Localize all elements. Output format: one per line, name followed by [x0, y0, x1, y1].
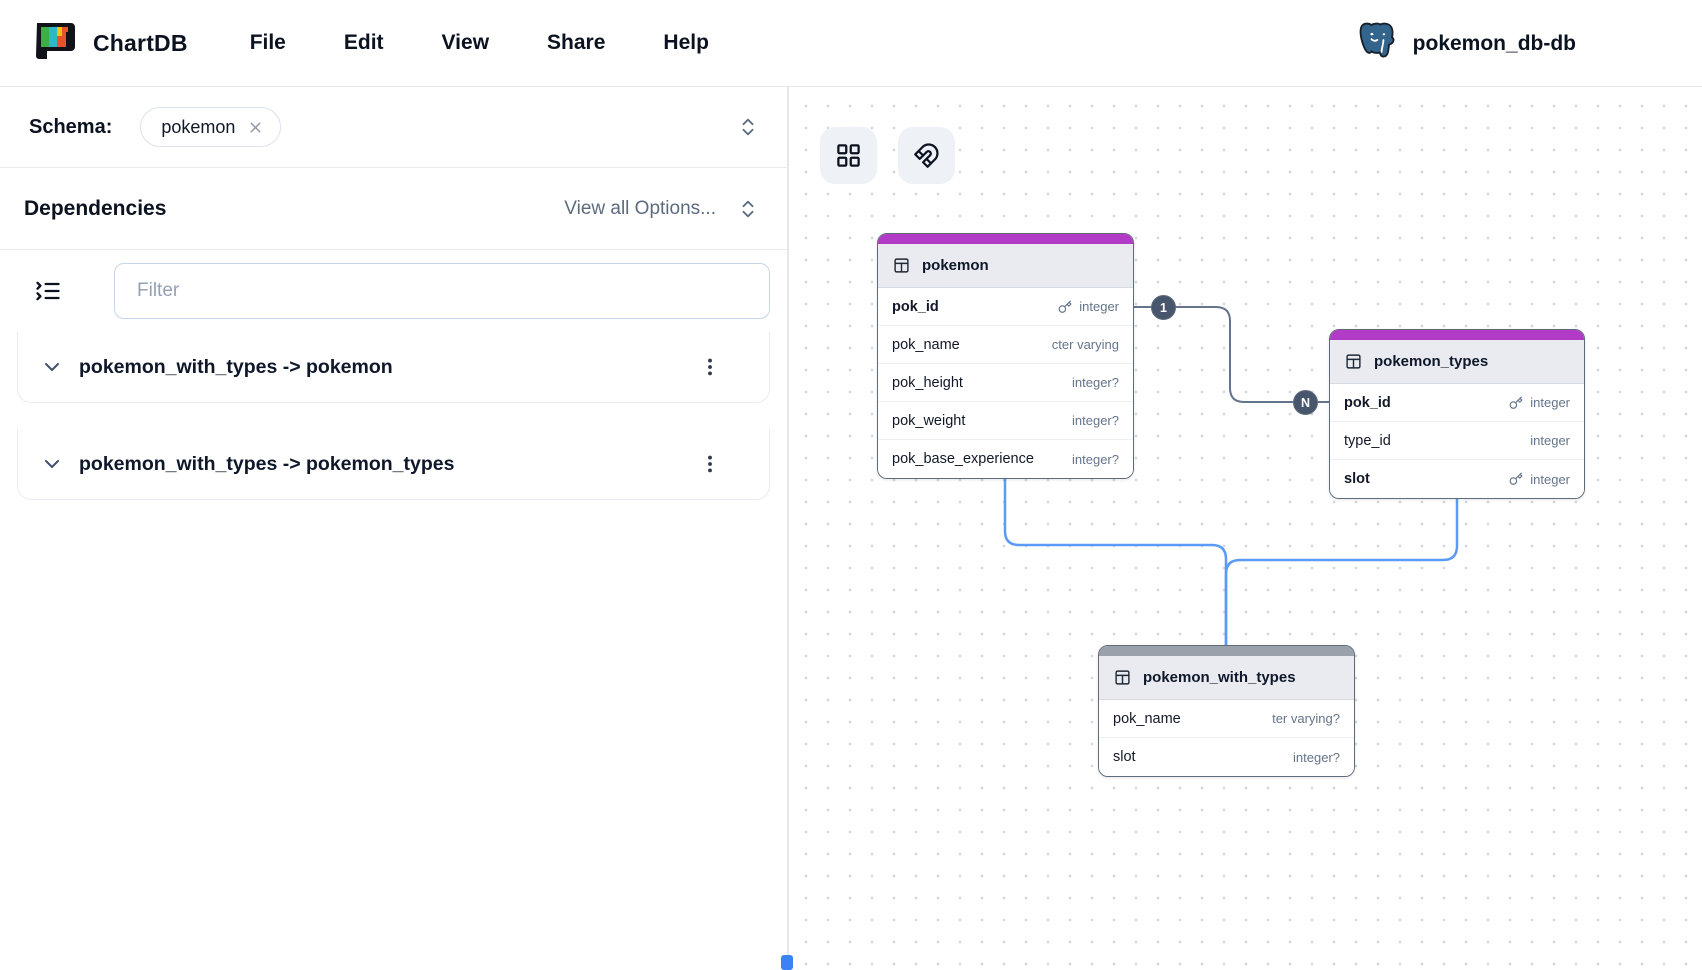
table-node-pokemon-types[interactable]: pokemon_types pok_id integer type_id int…: [1329, 329, 1585, 499]
field-name: pok_base_experience: [892, 451, 1034, 467]
menu-help[interactable]: Help: [663, 31, 709, 54]
menu-file[interactable]: File: [249, 31, 286, 54]
cardinality-badge-many: N: [1293, 390, 1318, 415]
magnet-icon: [914, 143, 939, 168]
menu-bar: File Edit View Share Help: [250, 31, 709, 55]
table-header[interactable]: pokemon: [878, 244, 1133, 288]
dependency-item[interactable]: pokemon_with_types -> pokemon_types: [17, 429, 770, 500]
dependencies-sidebar: Schema: pokemon Dependencies View all Op…: [0, 87, 787, 970]
table-icon: [1115, 670, 1130, 685]
dependency-item[interactable]: pokemon_with_types -> pokemon: [17, 332, 770, 403]
top-navbar: ChartDB File Edit View Share Help pokemo…: [0, 0, 1702, 87]
table-header[interactable]: pokemon_with_types: [1099, 656, 1354, 700]
diagram-name[interactable]: pokemon_db-db: [1412, 31, 1576, 55]
view-all-options-button[interactable]: View all Options...: [564, 197, 716, 219]
schema-chevrons-up-down-icon[interactable]: [737, 116, 759, 138]
table-node-pokemon-with-types[interactable]: pokemon_with_types pok_name ter varying?…: [1098, 645, 1355, 777]
table-field-row[interactable]: type_id integer: [1330, 422, 1584, 460]
table-field-row[interactable]: slot integer?: [1099, 738, 1354, 776]
menu-edit[interactable]: Edit: [343, 31, 384, 54]
table-field-row[interactable]: slot integer: [1330, 460, 1584, 498]
field-type: ter varying?: [1272, 711, 1340, 726]
postgresql-logo-icon: [1355, 19, 1399, 68]
table-name: pokemon_types: [1374, 353, 1489, 370]
magnet-snap-button[interactable]: [898, 127, 955, 184]
list-collapse-icon[interactable]: [34, 277, 62, 305]
table-field-row[interactable]: pok_height integer?: [878, 364, 1133, 402]
table-name: pokemon_with_types: [1143, 669, 1296, 686]
menu-view[interactable]: View: [441, 31, 490, 54]
field-name: type_id: [1344, 432, 1391, 449]
table-field-row[interactable]: pok_base_experience integer?: [878, 440, 1133, 478]
schema-selector-row: Schema: pokemon: [0, 87, 787, 168]
schema-label: Schema:: [29, 115, 113, 138]
primary-key-icon: [1509, 472, 1523, 485]
divider-resize-handle[interactable]: [781, 955, 793, 970]
more-vertical-icon[interactable]: [699, 356, 721, 378]
table-icon: [894, 258, 909, 273]
table-field-row[interactable]: pok_id integer: [878, 288, 1133, 326]
cardinality-badge-one: 1: [1151, 295, 1176, 320]
sidebar-canvas-divider[interactable]: [787, 87, 789, 970]
field-name: pok_id: [892, 298, 939, 315]
dependency-label: pokemon_with_types -> pokemon_types: [79, 452, 455, 475]
field-name: pok_weight: [892, 412, 966, 429]
table-field-row[interactable]: pok_weight integer?: [878, 402, 1133, 440]
table-field-row[interactable]: pok_name cter varying: [878, 326, 1133, 364]
table-accent-strip: [1099, 646, 1354, 656]
table-node-pokemon[interactable]: pokemon pok_id integer pok_name cter var…: [877, 233, 1134, 479]
remove-schema-icon[interactable]: [247, 119, 264, 136]
field-name: pok_name: [1113, 710, 1181, 727]
field-name: slot: [1344, 471, 1370, 487]
chartdb-logo-icon: [33, 20, 79, 67]
table-field-row[interactable]: pok_name ter varying?: [1099, 700, 1354, 738]
field-name: pok_height: [892, 374, 963, 391]
section-title: Dependencies: [24, 196, 167, 220]
brand-name: ChartDB: [93, 29, 188, 56]
primary-key-icon: [1058, 300, 1072, 313]
layout-grid-icon: [837, 144, 860, 167]
field-name: pok_id: [1344, 394, 1391, 411]
field-name: pok_name: [892, 336, 960, 353]
chevron-down-icon[interactable]: [40, 355, 64, 379]
filter-input[interactable]: [114, 263, 770, 319]
table-icon: [1346, 354, 1361, 369]
table-field-row[interactable]: pok_id integer: [1330, 384, 1584, 422]
layout-grid-button[interactable]: [820, 127, 877, 184]
diagram-canvas[interactable]: [789, 87, 1702, 970]
table-accent-strip: [878, 234, 1133, 244]
field-type: integer?: [1072, 375, 1119, 390]
field-type: integer: [1079, 299, 1119, 314]
field-type: integer: [1530, 471, 1570, 487]
filter-row: [0, 250, 787, 332]
field-name: slot: [1113, 749, 1136, 765]
field-type: integer?: [1072, 413, 1119, 428]
field-type: cter varying: [1051, 337, 1119, 352]
primary-key-icon: [1509, 396, 1523, 409]
view-all-chevrons-up-down-icon[interactable]: [737, 198, 759, 220]
field-type: integer: [1530, 433, 1570, 448]
chevron-down-icon[interactable]: [40, 452, 64, 476]
field-type: integer?: [1293, 749, 1340, 765]
menu-share[interactable]: Share: [547, 31, 606, 54]
field-type: integer?: [1072, 451, 1119, 467]
table-name: pokemon: [922, 257, 989, 274]
schema-chip-label: pokemon: [161, 116, 236, 137]
dependencies-header: Dependencies View all Options...: [0, 168, 787, 250]
dependency-label: pokemon_with_types -> pokemon: [79, 355, 393, 378]
more-vertical-icon[interactable]: [699, 453, 721, 475]
schema-chip[interactable]: pokemon: [140, 107, 282, 147]
table-accent-strip: [1330, 330, 1584, 340]
table-header[interactable]: pokemon_types: [1330, 340, 1584, 384]
canvas-toolbar: [820, 127, 955, 184]
field-type: integer: [1530, 395, 1570, 410]
